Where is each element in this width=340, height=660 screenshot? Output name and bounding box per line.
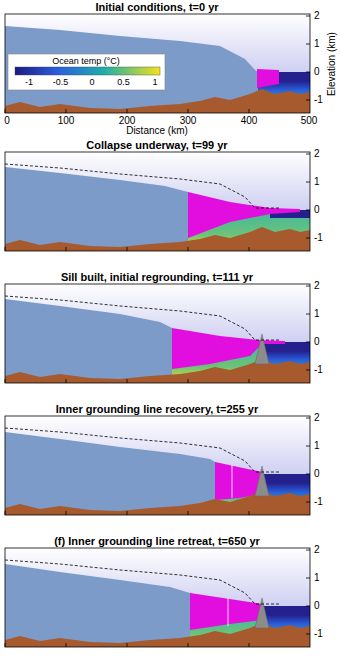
- panel-title: Sill built, initial regrounding, t=111 y…: [61, 271, 253, 283]
- axis-tick-label: 2: [314, 544, 320, 556]
- axis-tick-label: 2: [314, 412, 320, 424]
- colorbar-tick-label: 0: [89, 76, 94, 88]
- axis-tick-label: 100: [58, 115, 75, 127]
- axis-tick-label: 1: [314, 572, 320, 584]
- colorbar-tick-label: 0.5: [117, 76, 130, 88]
- axis-tick-label: 2: [314, 280, 320, 292]
- axis-tick-label: -1: [314, 496, 323, 508]
- axis-tick-label: 1: [314, 176, 320, 188]
- axis-tick-label: 0: [314, 468, 320, 480]
- colorbar-tick-label: 1: [152, 76, 157, 88]
- axis-tick-label: 0: [314, 600, 320, 612]
- axis-tick-label: 2: [314, 10, 320, 22]
- axis-tick-label: -1: [314, 94, 323, 106]
- axis-tick-label: 0: [314, 66, 320, 78]
- panel-title: (f) Inner grounding line retreat, t=650 …: [54, 535, 260, 547]
- axis-tick-label: 0: [314, 336, 320, 348]
- panel-title: Collapse underway, t=99 yr: [86, 139, 227, 151]
- axis-tick-label: -1: [314, 232, 323, 244]
- colorbar-tick-label: -0.5: [53, 76, 69, 88]
- colorbar-tick-label: -1: [25, 76, 33, 88]
- axis-tick-label: 500: [301, 115, 318, 127]
- axis-title: Distance (km): [126, 125, 188, 137]
- axis-tick-label: 2: [314, 148, 320, 160]
- colorbar-title: Ocean temp (°C): [52, 55, 120, 67]
- panel-title: Inner grounding line recovery, t=255 yr: [56, 403, 258, 415]
- axis-tick-label: -1: [314, 364, 323, 376]
- axis-tick-label: 0: [314, 204, 320, 216]
- axis-tick-label: 400: [241, 115, 258, 127]
- axis-tick-label: 1: [314, 38, 320, 50]
- axis-title: Elevation (km): [326, 32, 338, 96]
- panel-title: Initial conditions, t=0 yr: [95, 1, 218, 13]
- axis-tick-label: 0: [4, 115, 10, 127]
- axis-tick-label: 1: [314, 440, 320, 452]
- axis-tick-label: 1: [314, 308, 320, 320]
- axis-tick-label: -1: [314, 628, 323, 640]
